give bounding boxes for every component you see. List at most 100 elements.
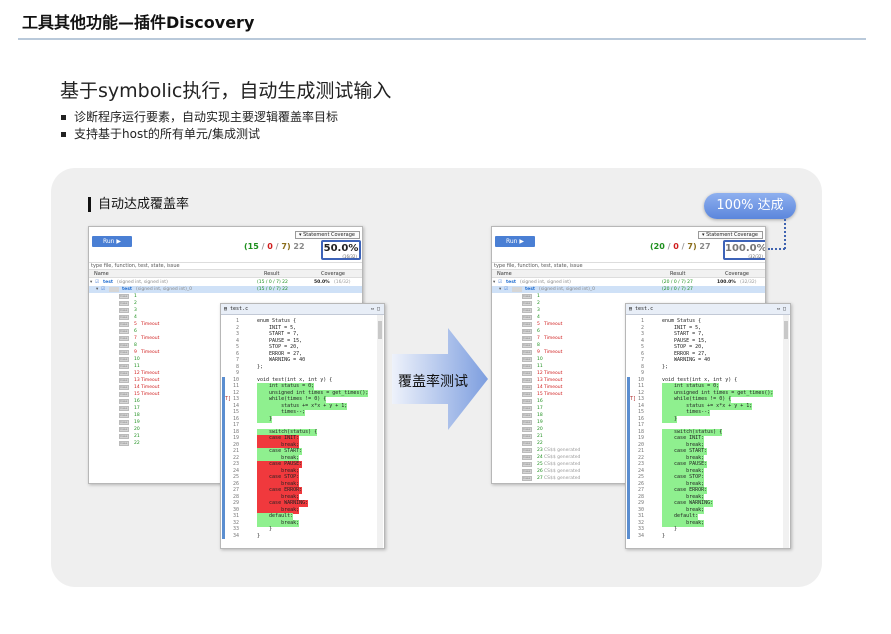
score-separator: /: [272, 242, 282, 251]
filter-input[interactable]: type file, function, test, state, issue: [89, 262, 362, 270]
code-line: 14 status += x*x + y + 1;: [221, 402, 384, 410]
case-tag: Case: [119, 308, 129, 313]
editor-tab[interactable]: ▤ test.c▭ □: [221, 304, 384, 315]
line-number: 8: [235, 363, 239, 370]
case-tag: Case: [119, 357, 129, 362]
chevron-down-icon: ▾: [499, 287, 502, 292]
checkbox-icon[interactable]: ☑: [101, 287, 106, 292]
coverage-type-label: Statement Coverage: [303, 232, 355, 238]
line-number: 34: [637, 532, 644, 539]
code-text: case START:: [257, 448, 303, 455]
code-text: case WARNING:: [257, 500, 309, 507]
vertical-scrollbar[interactable]: [783, 315, 789, 548]
table-row[interactable]: ▾ ☑ test (signed int, signed int) (20 / …: [492, 279, 765, 286]
editor-tab[interactable]: ▤ test.c▭ □: [626, 304, 790, 315]
checkbox-icon[interactable]: ☑: [498, 280, 503, 285]
code-line: 12 unsigned int times = get_times();: [626, 389, 790, 397]
case-tag: Case: [522, 343, 532, 348]
case-number: 4: [537, 315, 540, 320]
coverage-type-dropdown[interactable]: ▾ Statement Coverage: [295, 231, 360, 239]
col-coverage: Coverage: [725, 271, 749, 277]
coverage-type-dropdown[interactable]: ▾ Statement Coverage: [698, 231, 763, 239]
run-button[interactable]: Run ▶: [495, 236, 535, 247]
case-number: 7: [134, 336, 137, 341]
line-number: 28: [637, 493, 644, 500]
vertical-scrollbar[interactable]: [377, 315, 383, 548]
line-number: 34: [232, 532, 239, 539]
filter-input[interactable]: type file, function, test, state, issue: [492, 262, 765, 270]
case-number: 18: [537, 413, 543, 418]
minimize-icon[interactable]: ▭ □: [370, 306, 380, 312]
run-button[interactable]: Run ▶: [92, 236, 132, 247]
code-text: }: [257, 526, 273, 532]
line-number: 1: [640, 318, 644, 324]
table-row[interactable]: ▾ ☑ test (signed int, signed int)_0 (15 …: [89, 286, 362, 293]
case-number: 13: [134, 378, 140, 383]
case-number: 7: [537, 336, 540, 341]
passed-count: (15: [244, 242, 259, 251]
code-line: 24 break;: [221, 467, 384, 475]
table-row[interactable]: ▾ ☑ test (signed int, signed int)_0 (20 …: [492, 286, 765, 293]
checkbox-icon[interactable]: ☑: [95, 280, 100, 285]
case-tag: Case: [119, 392, 129, 397]
timeout-count: 7): [687, 242, 697, 251]
code-line: 5 STOP = 20,: [626, 344, 790, 351]
code-text: break;: [662, 493, 705, 501]
table-row[interactable]: ▾ ☑ test (signed int, signed int) (15 / …: [89, 279, 362, 286]
case-number: 27: [537, 476, 543, 481]
code-text: INIT = 5,: [662, 324, 702, 331]
checkbox-icon[interactable]: ☑: [504, 287, 509, 292]
minimize-icon[interactable]: ▭ □: [776, 306, 786, 312]
